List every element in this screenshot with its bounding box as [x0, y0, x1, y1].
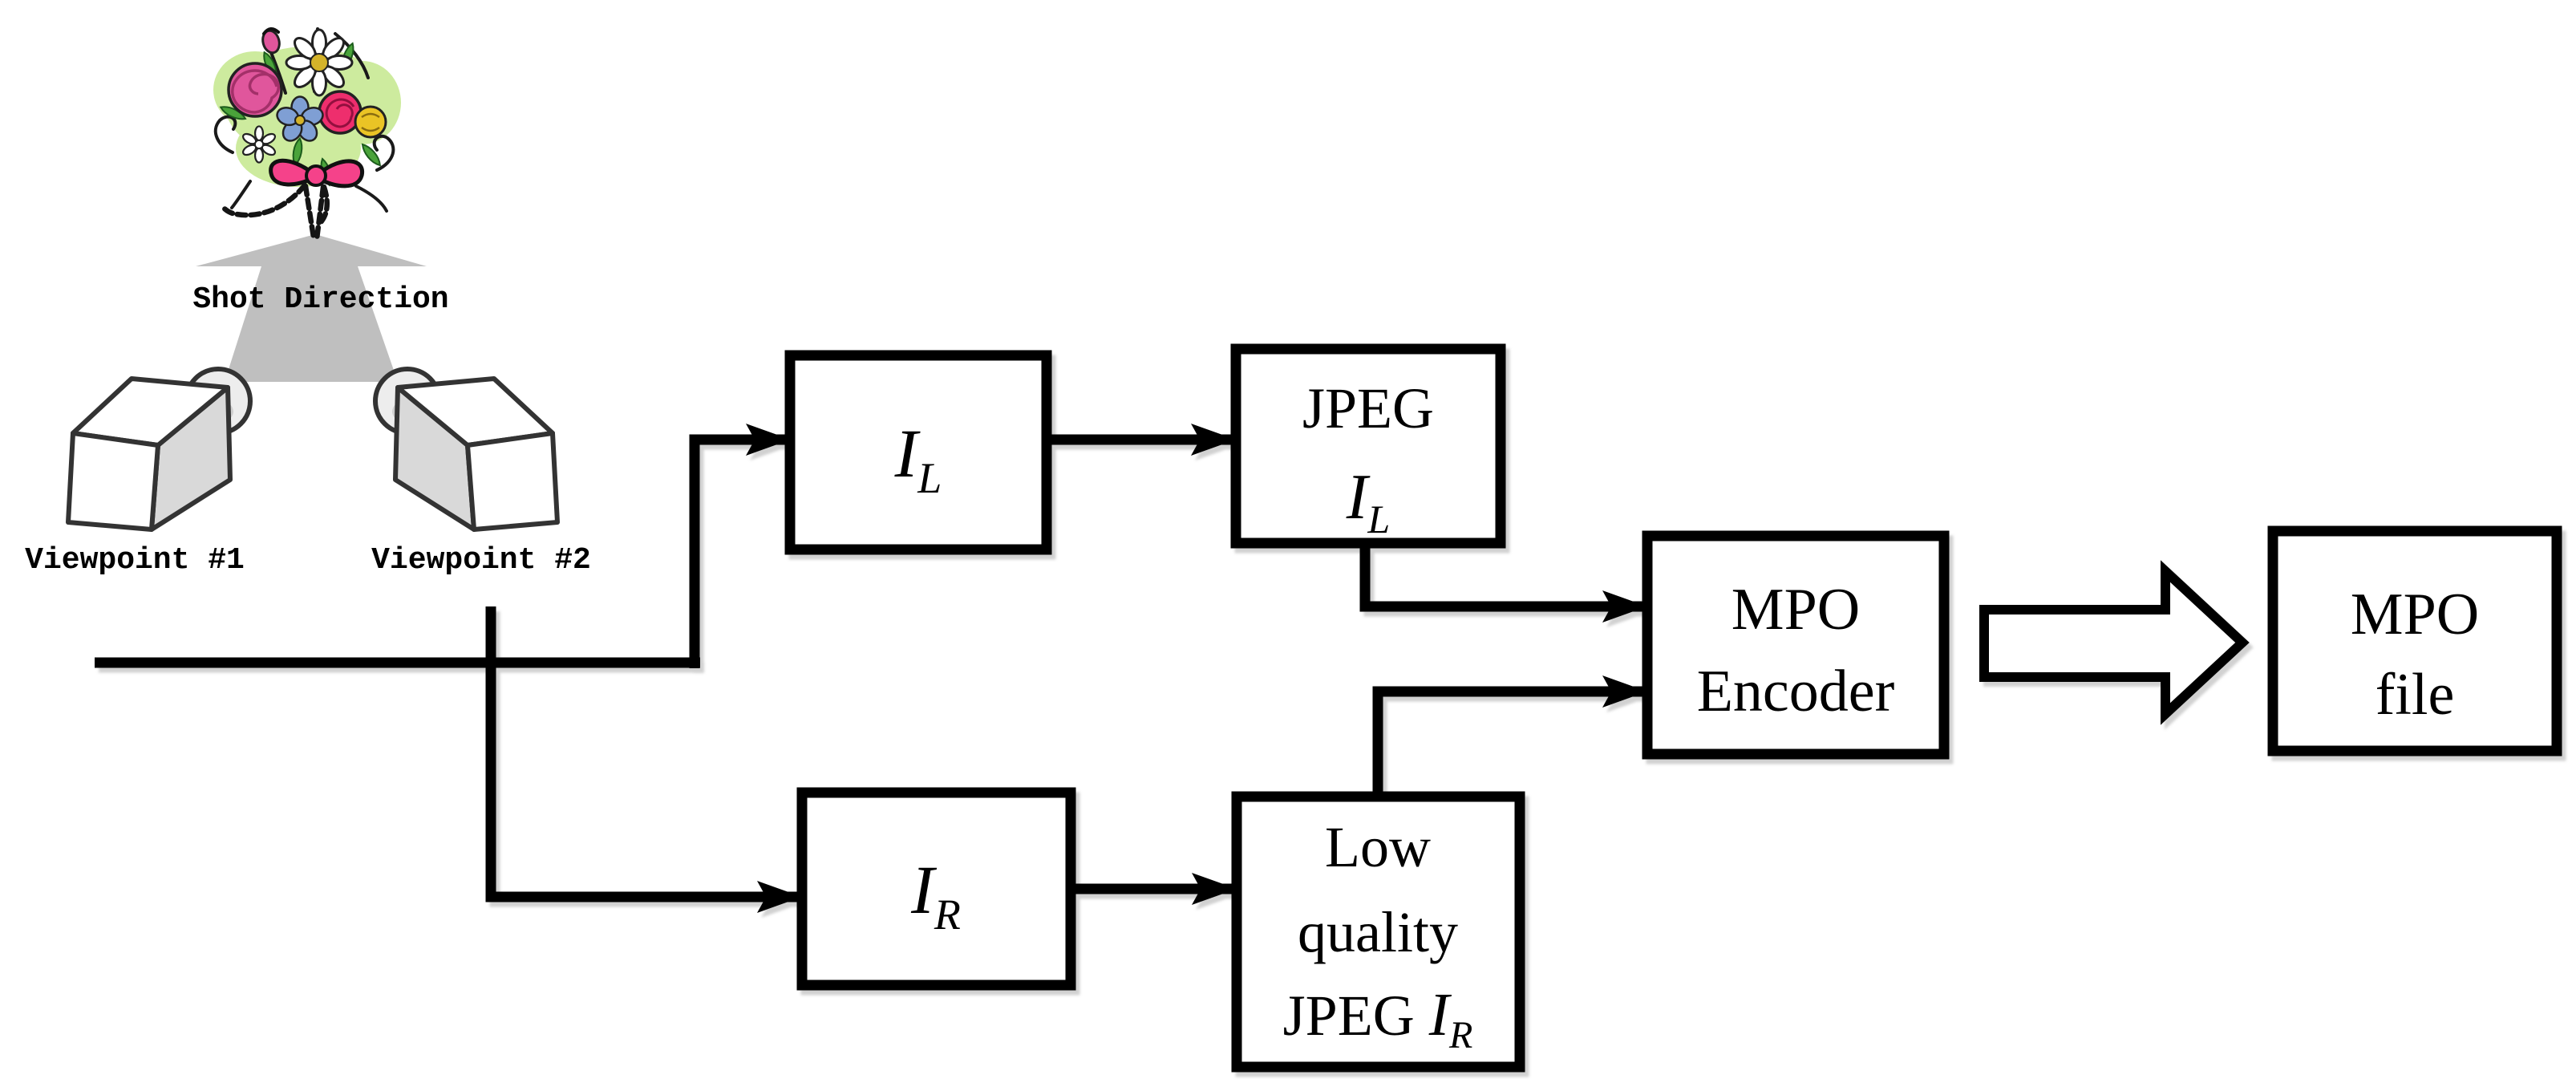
arrow-to-il	[689, 424, 791, 668]
stem-bundle	[314, 184, 326, 242]
yellow-flower	[354, 105, 387, 139]
bouquet-tendril	[213, 115, 237, 154]
jpeg-il-box-label-line1: JPEG	[1302, 376, 1434, 440]
low-quality-jpeg-ir-box	[1231, 791, 1525, 1073]
rose-red-flower	[318, 90, 363, 135]
il-box-label: IL	[894, 415, 942, 502]
encoder-to-file-block-arrow	[1979, 560, 2250, 725]
camera-viewpoint-1	[68, 369, 250, 529]
bouquet-tendril	[230, 180, 252, 209]
ribbon-tail-left	[219, 182, 308, 218]
bouquet-tendril	[354, 185, 388, 213]
arrow-lowquality-to-encoder	[1372, 675, 1647, 797]
mpo-encoder-label-line1: MPO	[1732, 577, 1860, 643]
daisy-flower	[285, 28, 354, 97]
arrow-to-ir	[485, 606, 802, 913]
mpo-encoder-box	[1642, 530, 1950, 760]
arrow-jpeg-to-encoder	[1359, 543, 1647, 623]
camera-viewpoint-2	[375, 369, 557, 529]
bouquet-leaf	[292, 136, 303, 167]
ir-box	[796, 787, 1076, 991]
connectors	[95, 424, 1647, 913]
mpo-file-label-line2: file	[2376, 662, 2455, 728]
rose-pink-flower	[227, 62, 283, 118]
bouquet-tendril	[372, 134, 395, 172]
mpo-encoder-label-line2: Encoder	[1697, 659, 1895, 724]
blue-flower	[276, 95, 324, 142]
il-box	[784, 350, 1052, 555]
low-quality-box-label-line2: quality	[1298, 900, 1458, 964]
shot-direction-arrow	[196, 234, 427, 382]
jpeg-il-box	[1230, 343, 1506, 549]
flower-bud	[261, 27, 281, 55]
viewpoint-2-label: Viewpoint #2	[371, 543, 591, 578]
ir-box-label: IR	[910, 851, 961, 939]
daisy-center	[310, 53, 329, 72]
shot-direction-arrow-shape	[196, 234, 427, 382]
jpeg-il-box-label-line2: IL	[1346, 462, 1390, 541]
bouquet-bow	[269, 158, 365, 189]
mpo-file-box	[2267, 525, 2562, 756]
stem-bundle	[302, 183, 317, 241]
viewpoint-1-label: Viewpoint #1	[25, 543, 245, 578]
shot-direction-label: Shot Direction	[192, 282, 448, 317]
bouquet-illustration	[213, 27, 401, 242]
low-quality-box-label-line1: Low	[1325, 815, 1431, 879]
bouquet-leaf	[361, 143, 381, 167]
blue-flower-center	[294, 115, 306, 126]
mpo-file-label-line1: MPO	[2351, 582, 2479, 647]
daisy-flower-small	[241, 125, 277, 164]
